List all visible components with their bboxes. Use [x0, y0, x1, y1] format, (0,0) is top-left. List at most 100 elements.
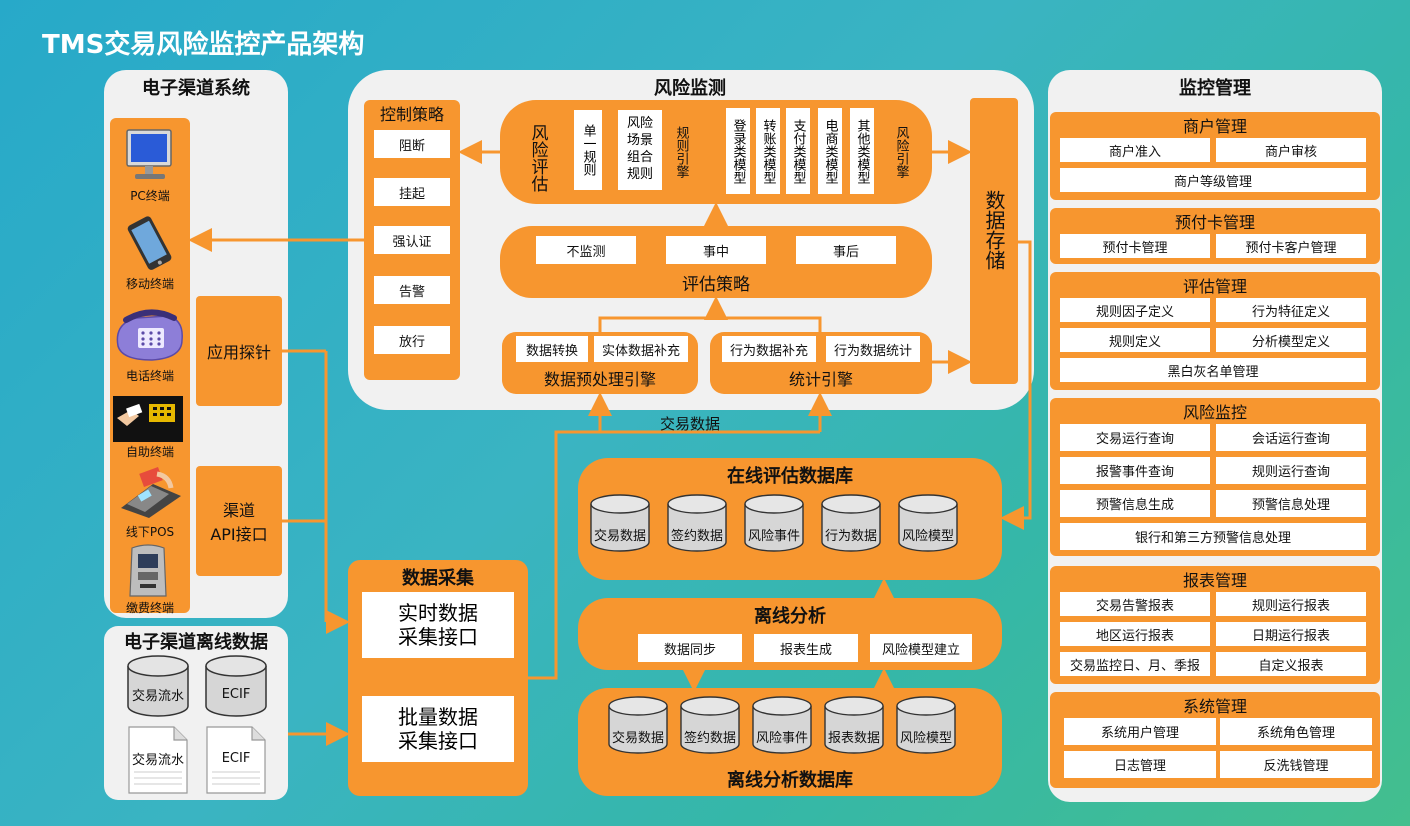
kiosk-terminal-icon [120, 544, 176, 600]
offline-db-title: 离线分析数据库 [727, 770, 853, 791]
control-item-alert: 告警 [374, 276, 450, 304]
control-item-suspend: 挂起 [374, 178, 450, 206]
mgmt-item-3-6[interactable]: 银行和第三方预警信息处理 [1060, 523, 1366, 550]
mgmt-group-title-0: 商户管理 [1182, 117, 1247, 136]
offline-file-trade-icon [128, 726, 188, 794]
online-db-4: 风险模型 [898, 494, 958, 552]
mgmt-item-3-5[interactable]: 预警信息处理 [1216, 490, 1366, 517]
preprocess-entity-supplement: 实体数据补充 [594, 336, 688, 362]
mgmt-item-2-1[interactable]: 行为特征定义 [1216, 298, 1366, 322]
online-db-3-label: 行为数据 [824, 528, 877, 544]
mgmt-item-3-1[interactable]: 会话运行查询 [1216, 424, 1366, 451]
phone-terminal-icon [112, 306, 188, 366]
control-item-strong-auth: 强认证 [374, 226, 450, 254]
data-storage-label: 数据存储 [982, 190, 1006, 270]
terminal-column [110, 118, 190, 613]
online-db-4-label: 风险模型 [901, 528, 954, 544]
model-ecommerce: 电商类模型 [818, 108, 842, 194]
offline-file-trade-label: 交易流水 [131, 752, 184, 768]
mgmt-item-0-0[interactable]: 商户准入 [1060, 138, 1210, 162]
mgmt-item-4-2[interactable]: 地区运行报表 [1060, 622, 1210, 646]
phone-terminal-label: 电话终端 [125, 368, 174, 383]
mobile-terminal-label: 移动终端 [125, 276, 174, 291]
offline-data-title: 电子渠道离线数据 [124, 632, 268, 653]
offline-db-trade [126, 654, 190, 718]
mgmt-group-title-2: 评估管理 [1182, 277, 1247, 296]
mgmt-item-3-3[interactable]: 规则运行查询 [1216, 457, 1366, 484]
realtime-line1: 实时数据 [398, 601, 478, 625]
offline-db-2: 风险事件 [752, 696, 812, 754]
trade-data-label: 交易数据 [659, 414, 720, 433]
mgmt-item-3-2[interactable]: 报警事件查询 [1060, 457, 1210, 484]
offline-db-1-label: 签约数据 [683, 730, 736, 746]
mgmt-item-2-3[interactable]: 分析模型定义 [1216, 328, 1366, 352]
evaluation-strategy-title: 评估策略 [682, 274, 750, 295]
mgmt-item-3-0[interactable]: 交易运行查询 [1060, 424, 1210, 451]
offline-db-2-label: 风险事件 [755, 730, 808, 746]
rule-combined: 风险场景组合规则 [618, 110, 662, 190]
offline-db-trade-label: 交易流水 [131, 688, 184, 704]
preprocess-engine-title: 数据预处理引擎 [543, 370, 656, 389]
mgmt-item-4-3[interactable]: 日期运行报表 [1216, 622, 1366, 646]
app-probe-box: 应用探针 [196, 296, 282, 406]
model-transfer: 转账类模型 [756, 108, 780, 194]
mgmt-item-5-3[interactable]: 反洗钱管理 [1220, 751, 1372, 778]
mgmt-item-5-2[interactable]: 日志管理 [1064, 751, 1216, 778]
online-db-1-label: 签约数据 [670, 528, 723, 544]
channel-system-title: 电子渠道系统 [142, 78, 250, 99]
mgmt-item-4-0[interactable]: 交易告警报表 [1060, 592, 1210, 616]
offline-db-3: 报表数据 [824, 696, 884, 754]
stats-engine-title: 统计引擎 [788, 370, 853, 389]
offline-analysis-title: 离线分析 [754, 606, 826, 627]
pos-terminal-icon [113, 466, 185, 520]
kiosk-terminal-label: 缴费终端 [125, 600, 174, 615]
mgmt-item-5-1[interactable]: 系统角色管理 [1220, 718, 1372, 745]
mgmt-item-2-2[interactable]: 规则定义 [1060, 328, 1210, 352]
mgmt-item-4-4[interactable]: 交易监控日、月、季报 [1060, 652, 1210, 676]
mgmt-group-title-4: 报表管理 [1182, 571, 1247, 590]
realtime-line2: 采集接口 [398, 625, 478, 649]
online-db-3: 行为数据 [821, 494, 881, 552]
offline-analysis-report: 报表生成 [754, 634, 858, 662]
atm-terminal-label: 自助终端 [125, 444, 174, 459]
pc-terminal-label: PC终端 [130, 188, 170, 203]
strategy-in-event: 事中 [666, 236, 766, 264]
mgmt-item-1-0[interactable]: 预付卡管理 [1060, 234, 1210, 258]
offline-file-ecif-label: ECIF [221, 750, 251, 766]
mgmt-item-5-0[interactable]: 系统用户管理 [1064, 718, 1216, 745]
mgmt-item-4-5[interactable]: 自定义报表 [1216, 652, 1366, 676]
mgmt-item-0-1[interactable]: 商户审核 [1216, 138, 1366, 162]
online-db-0-label: 交易数据 [593, 528, 646, 544]
offline-db-0: 交易数据 [608, 696, 668, 754]
stats-behavior-statistics: 行为数据统计 [826, 336, 920, 362]
model-login: 登录类模型 [726, 108, 750, 194]
mgmt-item-0-2[interactable]: 商户等级管理 [1060, 168, 1366, 192]
realtime-collection-box: 实时数据 采集接口 [362, 592, 514, 658]
offline-db-0-label: 交易数据 [611, 730, 664, 746]
pc-terminal-icon [117, 128, 183, 186]
risk-evaluation-label: 风险评估 [527, 124, 548, 192]
data-collection-title: 数据采集 [402, 568, 474, 589]
mgmt-group-title-1: 预付卡管理 [1174, 213, 1255, 232]
model-payment: 支付类模型 [786, 108, 810, 194]
mgmt-item-2-4[interactable]: 黑白灰名单管理 [1060, 358, 1366, 382]
mgmt-item-2-0[interactable]: 规则因子定义 [1060, 298, 1210, 322]
batch-line2: 采集接口 [398, 729, 478, 753]
offline-db-ecif [204, 654, 268, 718]
channel-api-line1: 渠道 [222, 501, 255, 520]
mgmt-item-4-1[interactable]: 规则运行报表 [1216, 592, 1366, 616]
mgmt-item-3-4[interactable]: 预警信息生成 [1060, 490, 1210, 517]
online-db-2-label: 风险事件 [747, 528, 800, 544]
offline-db-1: 签约数据 [680, 696, 740, 754]
page-title: TMS交易风险监控产品架构 [42, 30, 365, 60]
control-strategy-title: 控制策略 [379, 105, 444, 124]
control-item-pass: 放行 [374, 326, 450, 354]
strategy-post-event: 事后 [796, 236, 896, 264]
offline-file-ecif-icon [206, 726, 266, 794]
batch-collection-box: 批量数据 采集接口 [362, 696, 514, 762]
mgmt-item-1-1[interactable]: 预付卡客户管理 [1216, 234, 1366, 258]
control-item-block: 阻断 [374, 130, 450, 158]
batch-line1: 批量数据 [398, 705, 478, 729]
mgmt-group-title-3: 风险监控 [1182, 403, 1247, 422]
stats-behavior-supplement: 行为数据补充 [722, 336, 816, 362]
